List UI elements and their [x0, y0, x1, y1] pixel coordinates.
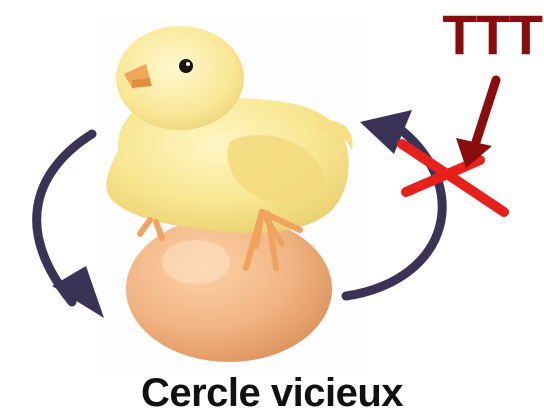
ttt-pointer-arrow [476, 80, 496, 142]
red-cross-mark [402, 144, 504, 212]
egg [126, 216, 332, 362]
egg-highlight [162, 240, 230, 284]
caption-title: Cercle vicieux [0, 366, 544, 420]
chick-eye [179, 59, 193, 73]
ttt-label: TTT [426, 2, 542, 68]
